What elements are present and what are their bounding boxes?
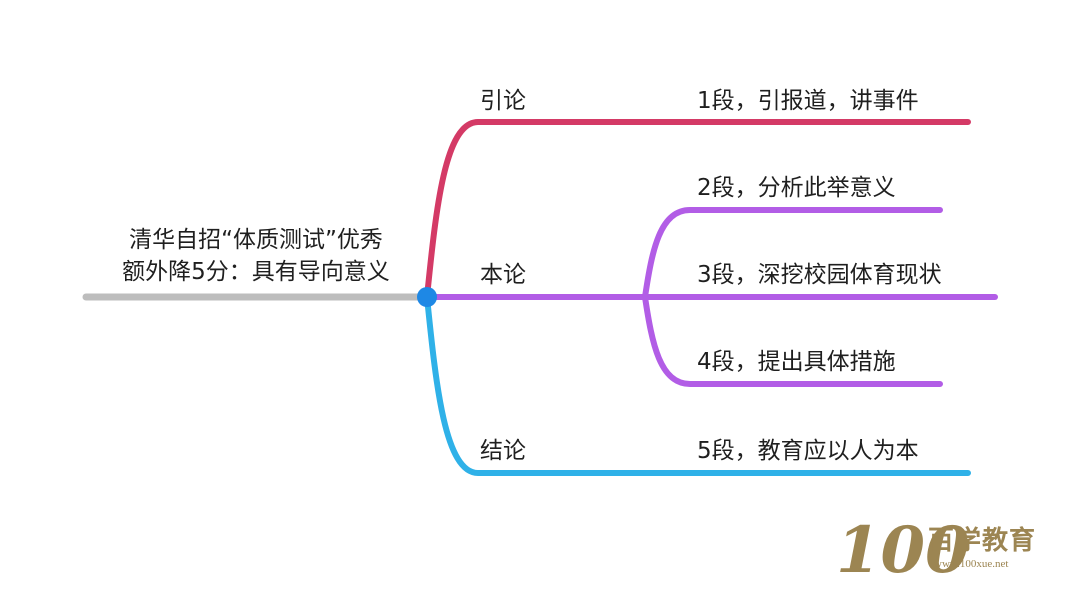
root-topic-line-1: 清华自招“体质测试”优秀: [129, 227, 383, 253]
leaf-paragraph-3: 3段，深挖校园体育现状: [697, 262, 942, 288]
branch-intro-connector: [424, 119, 971, 300]
leaf-paragraph-4: 4段，提出具体措施: [697, 349, 896, 375]
branch-conclusion-connector: [424, 294, 971, 476]
branch-body-label: 本论: [480, 262, 526, 288]
branch-intro-label: 引论: [480, 88, 526, 114]
branch-body-sub-connector-2: [642, 207, 943, 300]
logo-name: 百学教育: [928, 525, 1036, 556]
branch-body-sub-connector-4: [642, 294, 943, 387]
logo-number: 100: [836, 513, 970, 588]
branch-conclusion-label: 结论: [480, 438, 526, 464]
leaf-paragraph-1: 1段，引报道，讲事件: [697, 88, 919, 114]
root-topic-line-2: 额外降5分：具有导向意义: [122, 259, 390, 285]
leaf-paragraph-2: 2段，分析此举意义: [697, 175, 896, 201]
leaf-paragraph-5: 5段，教育应以人为本: [697, 438, 919, 464]
central-hub-node: [417, 287, 437, 307]
brand-logo: 100 百学教育 www.100xue.net: [836, 513, 1036, 588]
logo-url: www.100xue.net: [934, 558, 1008, 570]
